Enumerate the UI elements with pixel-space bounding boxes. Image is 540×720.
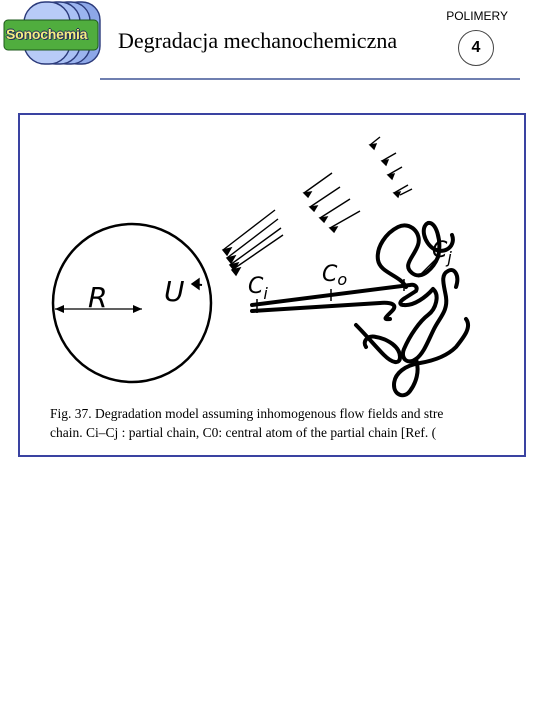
cavitation-bubble — [51, 222, 213, 384]
cj-pointer — [417, 256, 439, 278]
radius-arrow-left — [55, 305, 64, 313]
concentric-rings-icon — [3, 1, 101, 65]
cj-label: Cj — [432, 238, 452, 267]
page-number-badge: 4 — [458, 30, 494, 66]
flow-arrows — [190, 136, 413, 291]
topic-label: POLIMERY — [446, 9, 508, 23]
radius-label: R — [88, 281, 107, 314]
ci-label: Ci — [248, 274, 268, 303]
polymer-chain — [250, 221, 471, 398]
c0-label: Co — [322, 262, 347, 289]
figure-frame: R U — [18, 113, 526, 457]
figure-caption-line-2: chain. Ci–Cj : partial chain, C0: centra… — [50, 425, 437, 440]
page-title: Degradacja mechanochemiczna — [118, 28, 398, 53]
radius-arrow-right — [133, 305, 142, 313]
degradation-model-diagram: R U — [51, 136, 471, 398]
ci-label-sub: i — [263, 284, 268, 303]
velocity-label: U — [164, 275, 185, 308]
header-divider — [100, 78, 520, 80]
sonochemia-logo: Sonochemia — [0, 0, 104, 70]
logo-text: Sonochemia — [6, 26, 88, 42]
ci-label-text: C — [248, 274, 264, 299]
figure-caption-line-1: Fig. 37. Degradation model assuming inho… — [50, 406, 444, 421]
